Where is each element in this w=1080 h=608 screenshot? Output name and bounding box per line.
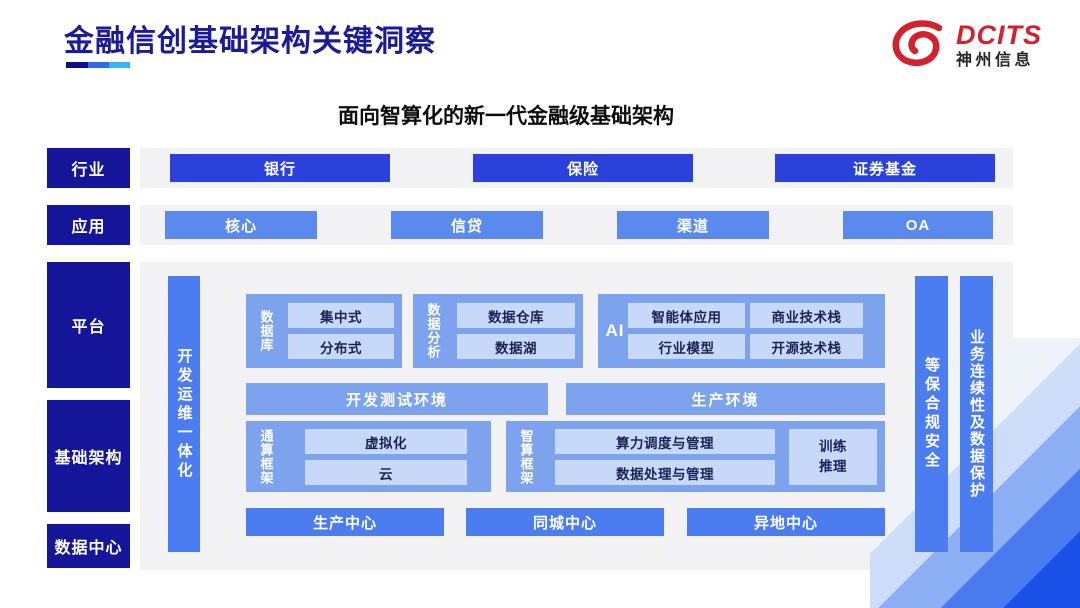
chip-compute-scheduling: 算力调度与管理 <box>555 429 775 454</box>
chip-data-warehouse: 数据仓库 <box>457 303 575 328</box>
application-item-channel: 渠道 <box>617 211 769 239</box>
chip-data-lake: 数据湖 <box>457 334 575 359</box>
company-logo: DCITS 神州信息 <box>890 20 1042 71</box>
row-label-industry: 行业 <box>47 148 130 188</box>
logo-brand: DCITS <box>956 20 1042 51</box>
group-ai-label: AI <box>605 321 625 340</box>
application-item-credit: 信贷 <box>391 211 543 239</box>
page-title: 金融信创基础架构关键洞察 <box>64 25 436 58</box>
center-production: 生产中心 <box>246 508 444 536</box>
group-database-label: 数据库 <box>258 310 274 352</box>
chip-cloud: 云 <box>305 460 467 485</box>
security-pillar-label: 等保合规安全 <box>923 357 940 471</box>
chip-virtualization: 虚拟化 <box>305 429 467 454</box>
continuity-pillar: 业务连续性及数据保护 <box>960 276 993 552</box>
industry-item-securities: 证券基金 <box>775 154 995 182</box>
chip-open-source-stack: 开源技术栈 <box>750 334 863 359</box>
logo-company: 神州信息 <box>956 51 1035 69</box>
title-underline <box>66 62 130 68</box>
chip-data-processing: 数据处理与管理 <box>555 460 775 485</box>
side-label-platform: 平台 <box>47 262 130 388</box>
group-general-compute: 通算框架 虚拟化 云 <box>246 421 491 492</box>
group-analytics-label: 数据分析 <box>425 303 441 359</box>
security-pillar: 等保合规安全 <box>915 276 948 552</box>
chip-agent-app: 智能体应用 <box>628 303 745 328</box>
env-dev-test-bar: 开发测试环境 <box>246 383 548 415</box>
underline-segment-dark <box>66 62 88 68</box>
underline-segment-light <box>109 62 130 68</box>
application-item-oa: OA <box>843 211 993 239</box>
underline-segment-blue <box>88 62 109 68</box>
chip-commercial-stack: 商业技术栈 <box>750 303 863 328</box>
devops-pillar-label: 开发运维一体化 <box>175 347 193 481</box>
group-ai: AI 智能体应用 商业技术栈 行业模型 开源技术栈 <box>598 294 885 368</box>
industry-item-insurance: 保险 <box>473 154 693 182</box>
chip-industry-model: 行业模型 <box>628 334 745 359</box>
center-remote: 异地中心 <box>687 508 885 536</box>
group-intelligent-compute-label: 智算框架 <box>518 428 534 485</box>
center-same-city: 同城中心 <box>466 508 664 536</box>
side-label-datacenter: 数据中心 <box>47 524 130 568</box>
devops-pillar: 开发运维一体化 <box>168 276 200 552</box>
chip-distributed: 分布式 <box>288 334 394 359</box>
group-analytics: 数据分析 数据仓库 数据湖 <box>413 294 583 368</box>
chip-centralized: 集中式 <box>288 303 394 328</box>
env-production-bar: 生产环境 <box>566 383 885 415</box>
row-label-application: 应用 <box>47 205 130 245</box>
chip-training-inference-label: 训练推理 <box>818 438 847 474</box>
diagram-title: 面向智算化的新一代金融级基础架构 <box>338 105 674 128</box>
continuity-pillar-label: 业务连续性及数据保护 <box>968 329 985 499</box>
group-database: 数据库 集中式 分布式 <box>246 294 402 368</box>
swirl-logo-icon <box>890 20 948 71</box>
application-item-core: 核心 <box>165 211 317 239</box>
group-intelligent-compute: 智算框架 算力调度与管理 数据处理与管理 训练推理 <box>506 421 885 492</box>
chip-training-inference: 训练推理 <box>789 429 877 485</box>
industry-item-bank: 银行 <box>170 154 390 182</box>
group-general-compute-label: 通算框架 <box>258 428 274 485</box>
side-label-infrastructure: 基础架构 <box>47 400 130 512</box>
